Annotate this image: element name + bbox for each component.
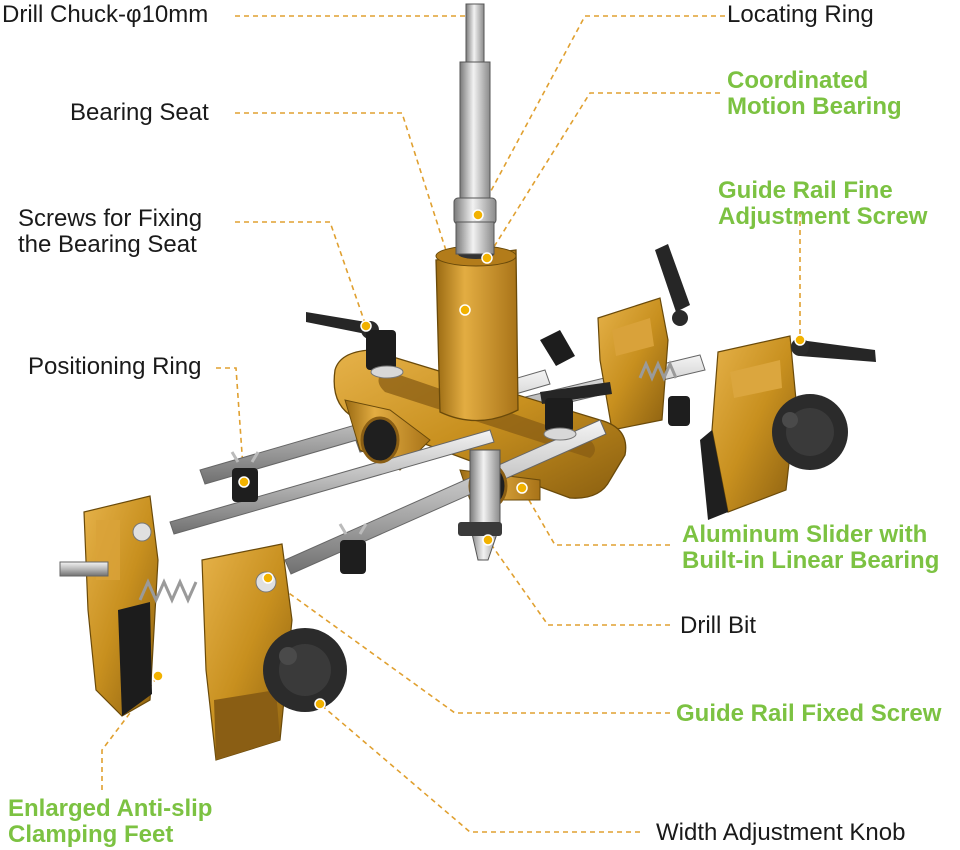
leader-positioning-ring: [216, 367, 245, 483]
label-feet-line1: Enlarged Anti-slip: [8, 795, 213, 822]
label-guide-fine-line1: Guide Rail Fine: [718, 177, 893, 204]
left-thread-screw: [59, 561, 109, 577]
label-positioning-ring: Positioning Ring: [28, 353, 202, 380]
label-slider-line2: Built-in Linear Bearing: [682, 547, 940, 574]
label-drill-chuck: Drill Chuck-φ10mm: [2, 1, 209, 28]
left-back-clamp: [83, 495, 159, 717]
label-screws-line1: Screws for Fixing: [18, 205, 203, 232]
label-width-knob: Width Adjustment Knob: [656, 819, 906, 846]
label-guide-fine-line2: Adjustment Screw: [718, 203, 928, 230]
leader-locating-ring: [477, 15, 725, 216]
label-screws-fixing: Screws for Fixing the Bearing Seat: [18, 206, 202, 258]
back-right-clamp: [597, 297, 669, 431]
right-clamp: [700, 335, 797, 520]
bearing-seat: [435, 245, 519, 422]
left-spring: [138, 578, 198, 604]
label-guide-rail-fine: Guide Rail Fine Adjustment Screw: [718, 178, 927, 230]
back-spring: [638, 360, 678, 382]
leader-coordinated-bearing: [486, 92, 720, 259]
label-clamping-feet: Enlarged Anti-slip Clamping Feet: [8, 796, 212, 848]
width-adjustment-knob: [263, 628, 347, 712]
label-screws-line2: the Bearing Seat: [18, 231, 197, 258]
label-feet-line2: Clamping Feet: [8, 821, 174, 848]
right-knob: [772, 394, 848, 470]
label-coordinated-line2: Motion Bearing: [727, 93, 902, 120]
back-right-lever: [655, 244, 690, 326]
label-slider-line1: Aluminum Slider with: [682, 521, 928, 548]
leader-drill-bit: [487, 539, 670, 626]
leader-screws-fixing: [235, 221, 367, 327]
leader-bearing-seat: [235, 112, 466, 311]
label-guide-rail-fixed: Guide Rail Fixed Screw: [676, 700, 942, 727]
leader-lines: [101, 15, 801, 833]
label-bearing-seat: Bearing Seat: [70, 99, 209, 126]
leader-width-knob: [319, 703, 640, 833]
label-drill-bit: Drill Bit: [680, 612, 756, 639]
label-coordinated-motion-bearing: Coordinated Motion Bearing: [727, 68, 902, 120]
leader-aluminum-slider: [521, 487, 670, 546]
label-locating-ring: Locating Ring: [727, 1, 874, 28]
label-coordinated-line1: Coordinated: [727, 67, 869, 94]
drill-bit: [458, 449, 502, 561]
label-aluminum-slider: Aluminum Slider with Built-in Linear Bea…: [682, 522, 939, 574]
callout-dots: [152, 209, 806, 710]
